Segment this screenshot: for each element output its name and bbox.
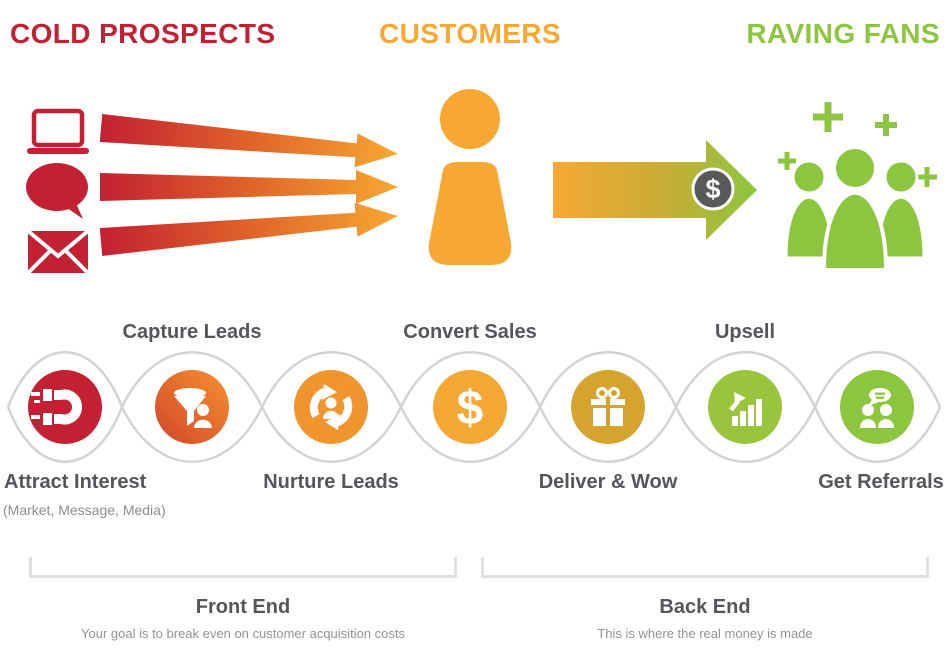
label-attract-interest: Attract Interest — [4, 471, 147, 493]
back-end-subtitle: This is where the real money is made — [597, 626, 813, 641]
label-capture-leads: Capture Leads — [122, 321, 262, 343]
label-convert-sales: Convert Sales — [403, 321, 537, 343]
header-customers: CUSTOMERS — [379, 18, 561, 49]
flow-graphic: $ — [26, 89, 937, 275]
convert-sales-symbol: $ — [457, 382, 484, 435]
prospect-arrow-middle — [100, 170, 398, 204]
laptop-icon — [27, 108, 89, 154]
funnel-icon — [155, 370, 229, 444]
chain-strands — [6, 351, 942, 463]
prospect-arrow-top — [99, 114, 398, 168]
front-end-subtitle: Your goal is to break even on customer a… — [81, 626, 405, 641]
label-attract-interest-note: (Market, Message, Media) — [3, 502, 166, 518]
label-nurture-leads: Nurture Leads — [263, 471, 399, 493]
conversation-icon — [840, 370, 914, 444]
plus-icon — [778, 102, 937, 187]
speech-bubble-icon — [26, 163, 88, 219]
gift-icon — [571, 370, 645, 444]
customer-person-icon — [428, 89, 512, 265]
back-end-bracket — [481, 557, 929, 578]
fans-group-icon — [778, 102, 937, 272]
back-end-title: Back End — [659, 596, 751, 618]
cycle-icon — [294, 370, 368, 444]
header-raving-fans: RAVING FANS — [746, 18, 940, 49]
dollar-coin-icon: $ — [691, 167, 735, 211]
front-end-bracket — [29, 557, 457, 578]
front-end-title: Front End — [195, 596, 291, 618]
upsell-arrow — [553, 140, 757, 240]
magnet-icon — [28, 370, 102, 444]
dollar-icon: $ — [433, 370, 507, 444]
label-get-referrals: Get Referrals — [818, 471, 944, 493]
header-cold-prospects: COLD PROSPECTS — [10, 18, 276, 49]
label-upsell: Upsell — [714, 321, 776, 343]
process-chain: $ — [6, 351, 942, 463]
envelope-icon — [26, 229, 90, 275]
dollar-coin-symbol: $ — [705, 174, 720, 204]
growth-chart-icon — [708, 370, 782, 444]
label-deliver-wow: Deliver & Wow — [538, 471, 678, 493]
prospect-arrow-bottom — [99, 202, 398, 256]
